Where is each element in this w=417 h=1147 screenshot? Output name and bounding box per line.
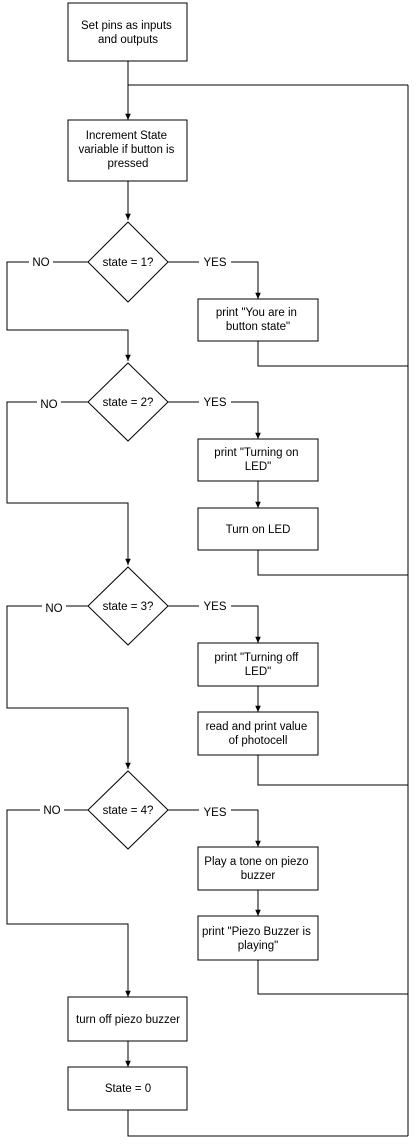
edge-d2-yes xyxy=(168,401,261,439)
edge-photo-to-loop xyxy=(257,755,408,786)
decision-state-1 xyxy=(87,221,169,303)
edge-reset-to-loop xyxy=(127,1110,408,1137)
process-play-tone xyxy=(197,846,319,891)
d1-text: state = 1? xyxy=(103,257,154,269)
edge-print4-to-loop xyxy=(257,960,408,995)
process-print-piezo xyxy=(197,915,319,961)
label-d3-yes: YES xyxy=(203,601,226,613)
label-d2-yes: YES xyxy=(203,397,226,409)
label-d2-no: NO xyxy=(40,399,57,411)
edge-d3-yes xyxy=(168,605,261,643)
tone-text: Play a tone on piezo buzzer xyxy=(204,856,311,882)
edge-d3-no xyxy=(6,605,131,769)
print3-text: print "Turning off LED" xyxy=(214,652,301,678)
edge-print1-to-loop xyxy=(257,341,408,367)
edge-ledon-to-loop xyxy=(257,550,408,576)
label-d1-no: NO xyxy=(32,257,49,269)
decision-state-2 xyxy=(87,362,169,442)
process-turn-on-led xyxy=(197,507,319,551)
process-turn-off-buzzer xyxy=(67,996,188,1042)
label-d4-yes: YES xyxy=(203,807,226,819)
process-increment xyxy=(67,119,188,182)
photo-text: read and print value of photocell xyxy=(206,721,311,747)
process-read-photocell xyxy=(197,711,319,756)
edge-d2-no xyxy=(6,401,131,565)
decision-state-4 xyxy=(87,770,169,850)
process-print-led-on xyxy=(197,438,319,482)
process-setup xyxy=(67,2,188,62)
print2-text: print "Turning on LED" xyxy=(214,447,301,473)
edge-d4-yes xyxy=(168,809,261,847)
edge-d1-yes xyxy=(168,261,261,299)
process-print-button-state xyxy=(197,298,319,342)
process-reset-state xyxy=(67,1066,188,1111)
d4-text: state = 4? xyxy=(103,805,154,817)
print4-text: print "Piezo Buzzer is playing" xyxy=(202,926,314,952)
ledon-text: Turn on LED xyxy=(226,524,291,536)
buzzeroff-text: turn off piezo buzzer xyxy=(76,1014,180,1026)
label-d1-yes: YES xyxy=(203,257,226,269)
label-d3-no: NO xyxy=(45,603,62,615)
process-print-led-off xyxy=(197,642,319,687)
decision-state-3 xyxy=(87,566,169,646)
reset-text: State = 0 xyxy=(105,1083,151,1095)
edge-d4-no xyxy=(6,809,131,997)
label-d4-no: NO xyxy=(43,805,60,817)
print1-text: print "You are in button state" xyxy=(216,307,300,333)
d2-text: state = 2? xyxy=(103,397,154,409)
d3-text: state = 3? xyxy=(103,601,154,613)
increment-text: Increment State variable if button is pr… xyxy=(78,130,177,170)
setup-text: Set pins as inputs and outputs xyxy=(81,20,175,46)
